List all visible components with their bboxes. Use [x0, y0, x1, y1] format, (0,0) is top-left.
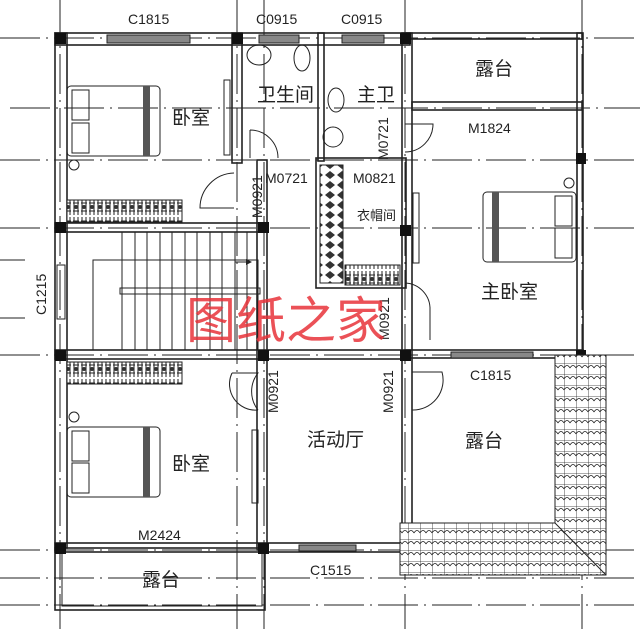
watermark: 图纸之家	[186, 292, 386, 350]
bed-master	[482, 177, 577, 263]
room-label: 主卧室	[481, 281, 538, 303]
door-label: M1824	[468, 120, 511, 136]
room-label: 露台	[465, 430, 503, 452]
door-label: M0721	[375, 117, 391, 160]
terrace-tiles	[399, 354, 607, 576]
wardrobe-cloak	[319, 164, 344, 284]
shelf-sw	[66, 361, 183, 385]
bath-fixtures	[246, 44, 345, 148]
window-label: C1515	[310, 562, 351, 578]
shelf-nw	[66, 199, 183, 223]
room-label: 卫生间	[257, 84, 314, 106]
staircase	[92, 232, 261, 351]
door-label: M0921	[249, 175, 265, 218]
door-label: M0921	[265, 370, 281, 413]
door-label: M0721	[265, 170, 308, 186]
room-label: 活动厅	[307, 429, 364, 451]
door-label: M0921	[380, 370, 396, 413]
door-label: M0921	[376, 297, 392, 340]
room-label: 衣帽间	[357, 208, 396, 224]
room-label: 露台	[475, 58, 513, 80]
window-label: C0915	[341, 11, 382, 27]
window-label: C1215	[33, 274, 49, 315]
bed-nw	[66, 85, 161, 171]
door-swings	[199, 123, 444, 411]
bed-sw	[66, 411, 161, 498]
room-label: 露台	[142, 569, 180, 591]
room-label: 卧室	[172, 453, 210, 475]
window-label: C1815	[128, 11, 169, 27]
door-label: M2424	[138, 527, 181, 543]
room-label: 卧室	[172, 107, 210, 129]
window-label: C1815	[470, 367, 511, 383]
shelf-cloak	[344, 264, 401, 286]
room-label: 主卫	[357, 84, 395, 106]
window-label: C0915	[256, 11, 297, 27]
door-label: M0821	[353, 170, 396, 186]
